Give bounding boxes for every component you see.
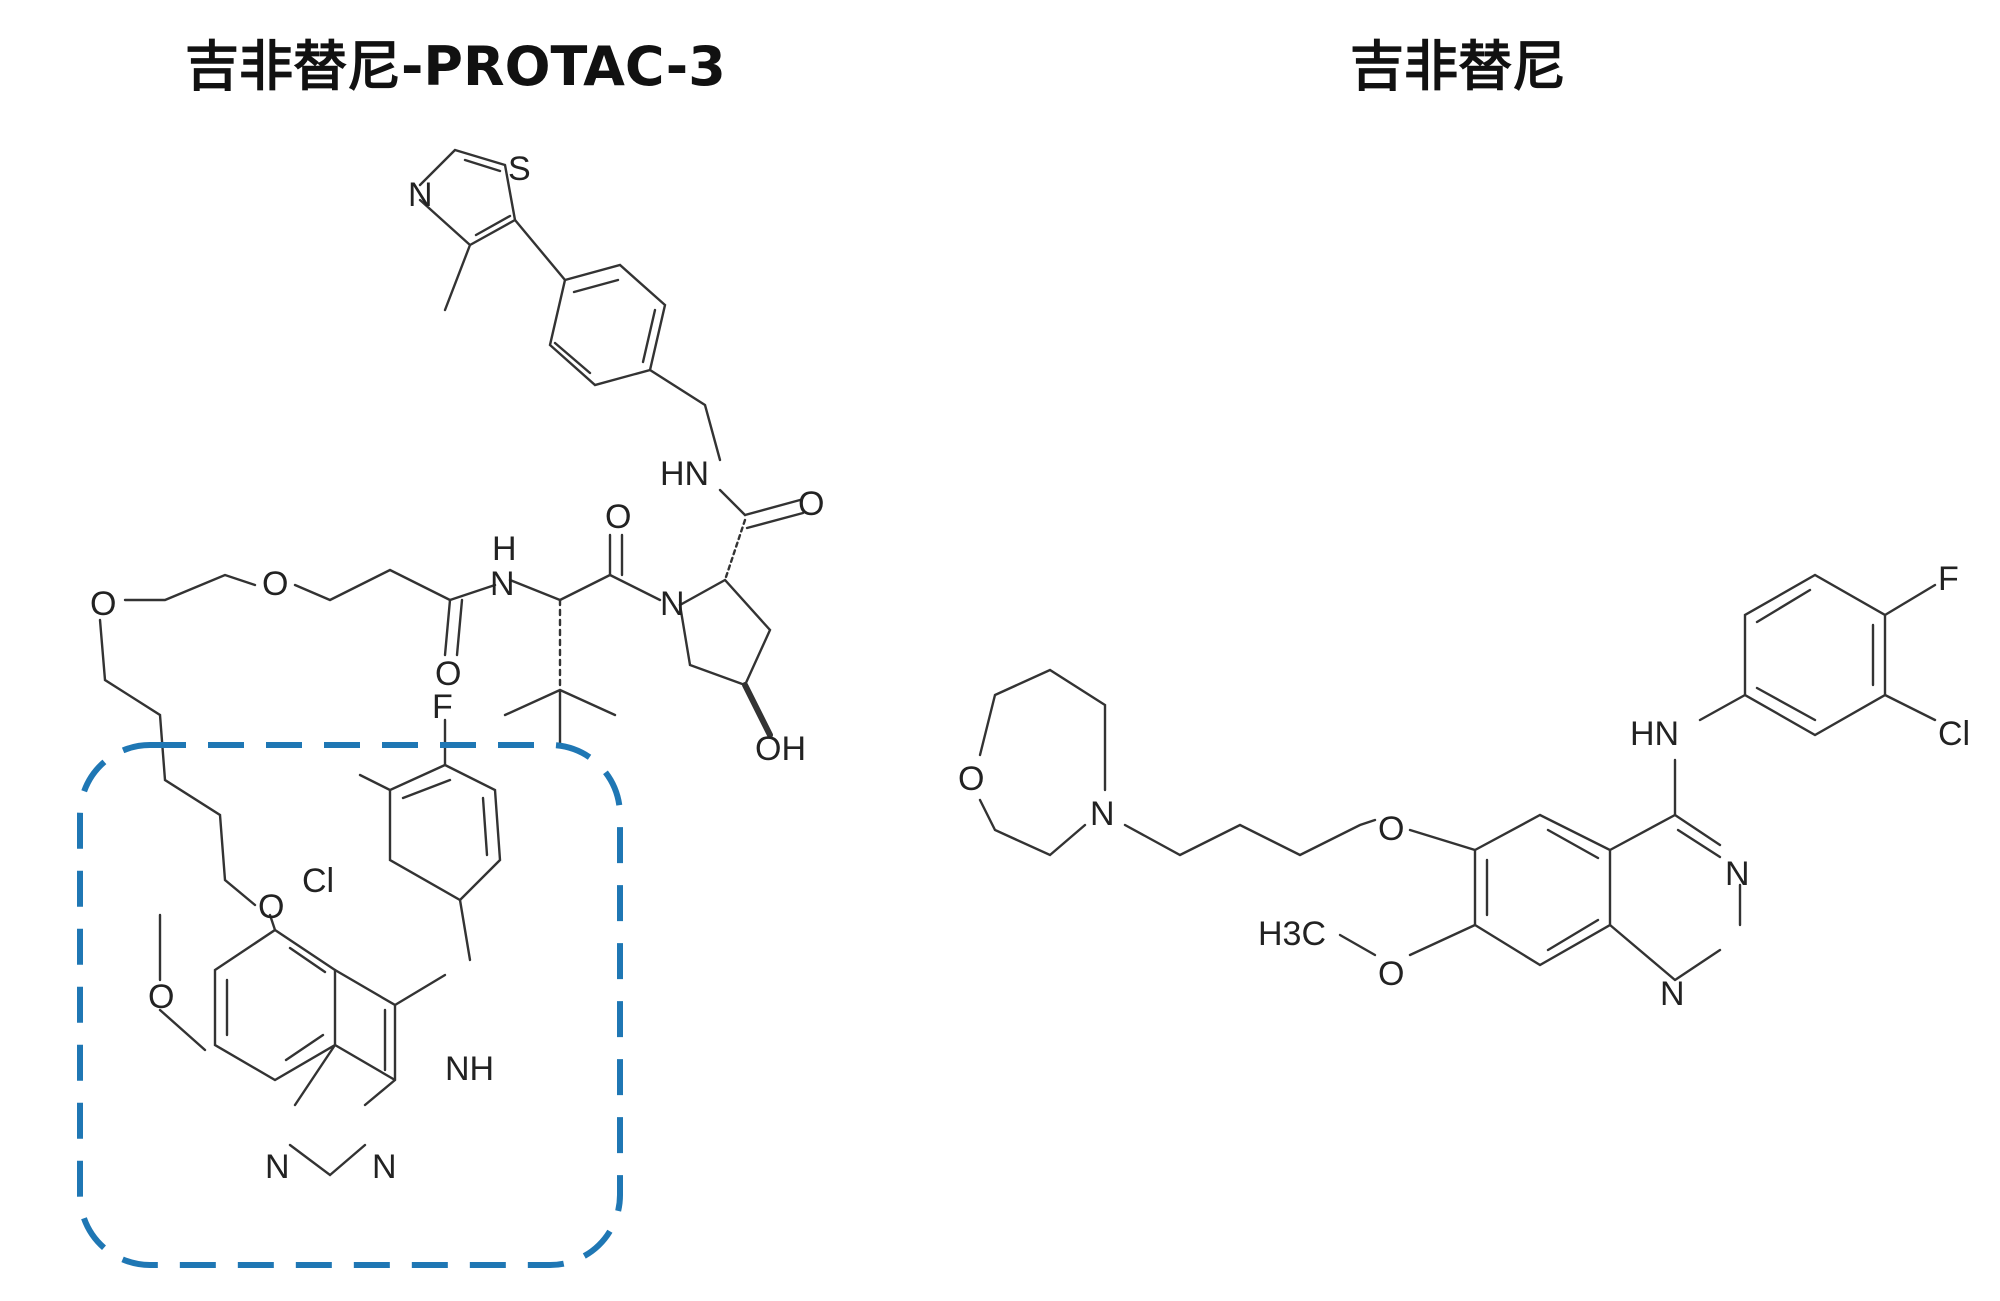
atom-label-o-methoxy: O [148, 978, 174, 1016]
atom-label-h3c: H3C [1258, 915, 1326, 953]
atom-label-o-methoxy: O [1378, 955, 1404, 993]
atom-label-nh: NH [445, 1050, 494, 1088]
atom-label-f: F [1938, 560, 1959, 598]
atom-label-o-amide3: O [435, 655, 461, 693]
atom-label-n-quin1: N [265, 1148, 290, 1186]
atom-label-hn: HN [1630, 715, 1679, 753]
right-structure-title: 吉非替尼 [1350, 35, 1566, 98]
atom-label-o-ether: O [1378, 810, 1404, 848]
atom-label-f: F [432, 688, 453, 726]
atom-label-n-pyrrolidine: N [660, 585, 685, 623]
atom-label-n-morpholine: N [1090, 795, 1115, 833]
gefitinib-bonds [978, 573, 1937, 982]
atom-label-oh: OH [755, 730, 806, 768]
atom-label-n-quin2: N [372, 1148, 397, 1186]
protac-molecule: N S HN O O N OH H N O O O O O Cl F NH N … [77, 148, 824, 1268]
atom-label-s: S [508, 150, 531, 188]
atom-label-cl: Cl [1938, 715, 1970, 753]
atom-label-n-quin2: N [1660, 975, 1685, 1013]
left-structure-title: 吉非替尼-PROTAC-3 [185, 35, 726, 98]
protac-atom-labels: N S HN O O N OH H N O O O O O Cl F NH N … [90, 150, 824, 1186]
gefitinib-molecule: O N O O H3C N N HN F Cl [958, 560, 1970, 1013]
atom-label-o-morpholine: O [958, 760, 984, 798]
atom-label-h: H [492, 530, 517, 568]
atom-label-hn: HN [660, 455, 709, 493]
gefitinib-moiety-highlight-box [77, 742, 623, 1268]
atom-label-o-amide1: O [798, 485, 824, 523]
atom-label-n-amide: N [490, 565, 515, 603]
atom-label-o-ether: O [258, 888, 284, 926]
protac-bonds [98, 148, 805, 1177]
gefitinib-atom-labels: O N O O H3C N N HN F Cl [958, 560, 1970, 1013]
atom-label-n-thiazole: N [408, 176, 433, 214]
atom-label-n-quin1: N [1725, 855, 1750, 893]
atom-label-o-peg1: O [262, 565, 288, 603]
atom-label-o-amide2: O [605, 498, 631, 536]
atom-label-o-peg2: O [90, 585, 116, 623]
atom-label-cl: Cl [302, 862, 334, 900]
